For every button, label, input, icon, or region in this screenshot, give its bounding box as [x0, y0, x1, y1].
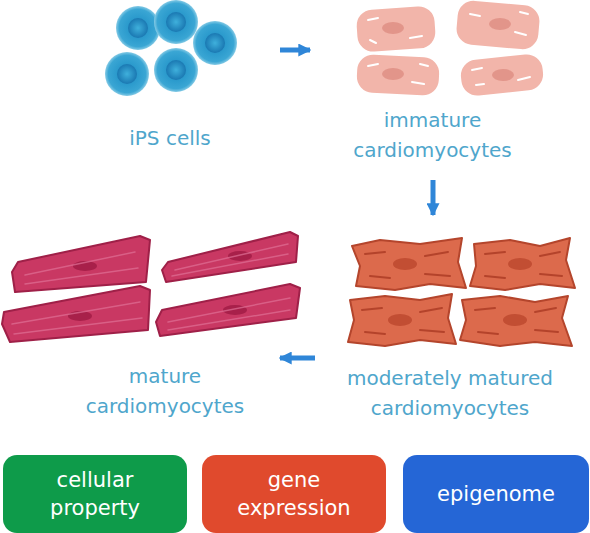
box-label: epigenome — [437, 480, 555, 508]
moderate-cells-art-part-part — [365, 332, 385, 334]
moderate-cells-art-part-part — [388, 314, 412, 326]
mature-cells-art-part-part — [168, 310, 290, 330]
ips-cells-art-part — [154, 48, 198, 92]
moderate-cells-art — [348, 238, 575, 346]
cell-stage: immature cardiomyocytes — [310, 0, 555, 180]
box-label: gene expression — [219, 466, 369, 522]
immature-cells-art-part-part — [410, 36, 422, 38]
stage-label: mature cardiomyocytes — [65, 361, 265, 421]
immature-cells-art-part-part — [520, 12, 528, 14]
immature-cells-art-part — [382, 22, 404, 34]
moderate-cells-art-part-part — [362, 308, 382, 310]
mature-cells-art — [2, 232, 300, 342]
flow-arrow — [280, 356, 315, 361]
stage-label: moderately matured cardiomyocytes — [335, 363, 565, 423]
mature-cells-art-part-part — [2, 286, 150, 342]
immature-cells-art-part-part — [476, 84, 484, 85]
mature-cells-art-part-part — [168, 298, 290, 322]
category-box: epigenome — [403, 455, 589, 533]
cell-stage: mature cardiomyocytes — [50, 215, 280, 425]
ips-cells-art-part — [166, 60, 186, 80]
immature-cells-art-part-part — [472, 68, 482, 70]
mature-cells-art-part-part — [12, 236, 150, 292]
moderate-cells-art-part-part — [540, 252, 560, 256]
moderate-cells-art-part-part — [540, 274, 562, 276]
ips-cells-art-part — [193, 21, 237, 65]
cell-stage: moderately matured cardiomyocytes — [315, 215, 585, 425]
ips-cells-art-part — [128, 18, 148, 38]
moderate-cells-art-part-part — [393, 258, 417, 270]
immature-cells-art-part — [356, 5, 437, 52]
moderate-cells-art-part-part — [535, 308, 556, 312]
moderate-cells-art-part-part — [508, 258, 532, 270]
immature-cells-art-part — [368, 12, 530, 85]
moderate-cells-art-part-part — [348, 294, 456, 346]
category-box: gene expression — [202, 455, 386, 533]
moderate-cells-art-part — [362, 252, 562, 334]
mature-cells-art-part-part — [172, 254, 288, 276]
moderate-cells-art-part-part — [352, 238, 466, 290]
moderate-cells-art-part — [388, 258, 532, 326]
moderate-cells-art-part-part — [370, 276, 390, 278]
ips-cells-art — [105, 0, 237, 96]
mature-cells-art-part — [2, 232, 300, 342]
immature-cells-art-part-part — [412, 82, 424, 84]
flow-arrow — [431, 180, 436, 215]
mature-cells-art-part-part — [25, 268, 138, 284]
immature-cells-art-part — [459, 53, 544, 97]
moderate-cells-art-part-part — [485, 276, 505, 278]
moderate-cells-art-part-part — [478, 332, 498, 334]
moderate-cells-art-part-part — [425, 252, 448, 256]
immature-cells-art-part — [489, 18, 511, 30]
mature-cells-art-part-part — [25, 252, 135, 275]
category-box: cellular property — [3, 455, 187, 533]
immature-cells-art-part-part — [368, 64, 378, 66]
moderate-cells-art-part-part — [425, 274, 450, 276]
moderate-cells-art-part-part — [470, 238, 575, 290]
cell-stage: iPS cells — [60, 0, 280, 160]
moderate-cells-art-part-part — [420, 308, 442, 312]
box-label: cellular property — [20, 466, 170, 522]
moderate-cells-art-part-part — [475, 308, 495, 310]
ips-cells-art-part — [205, 33, 225, 53]
immature-cells-art-part-part — [518, 77, 530, 80]
mature-cells-art-part-part — [14, 318, 142, 334]
immature-cells-art-part-part — [420, 64, 428, 66]
ips-cells-art-part — [116, 6, 160, 50]
moderate-cells-art-part-part — [460, 296, 572, 346]
stage-label: iPS cells — [70, 123, 270, 153]
moderate-cells-art-part-part — [503, 314, 527, 326]
ips-cells-art-part — [166, 12, 186, 32]
mature-cells-art-part-part — [156, 284, 300, 336]
immature-cells-art-part-part — [470, 14, 480, 16]
mature-cells-art-part-part — [162, 232, 298, 282]
moderate-cells-art-part-part — [365, 252, 385, 254]
flow-arrow — [280, 48, 310, 53]
ips-cells-art-part — [105, 52, 149, 96]
immature-cells-art-part-part — [370, 40, 376, 43]
moderate-cells-art-part-part — [535, 330, 558, 332]
immature-cells-art-part — [455, 0, 541, 50]
immature-cells-art — [356, 0, 545, 97]
immature-cells-art-part — [382, 68, 404, 80]
moderate-cells-art-part-part — [420, 330, 444, 332]
moderate-cells-art-part-part — [485, 252, 505, 254]
immature-cells-art-part — [492, 69, 514, 81]
ips-cells-art-part — [117, 64, 137, 84]
immature-cells-art-part — [356, 54, 440, 96]
moderate-cells-art-part — [348, 238, 575, 346]
immature-cells-art-part-part — [368, 18, 378, 20]
stage-label: immature cardiomyocytes — [333, 105, 533, 165]
mature-cells-art-part — [12, 244, 290, 334]
ips-cells-art-part — [154, 0, 198, 44]
immature-cells-art-part-part — [515, 32, 526, 35]
